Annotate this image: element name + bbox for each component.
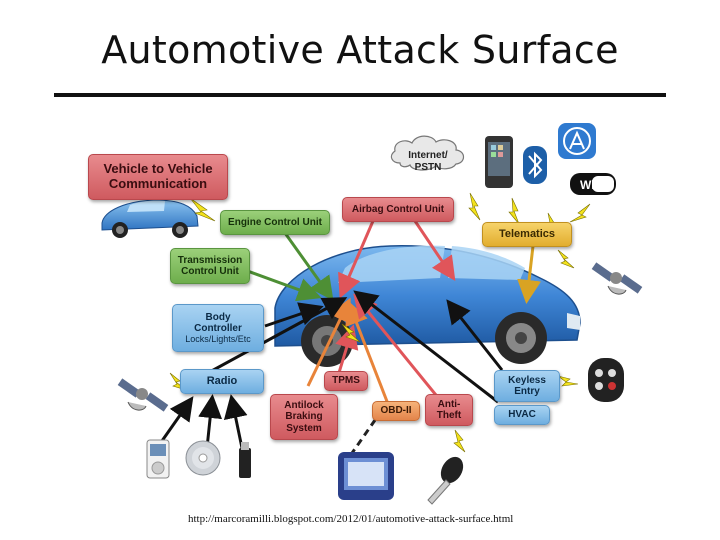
car-key-icon: [427, 456, 464, 505]
key-fob-icon: [588, 358, 624, 402]
airbag-label: Airbag Control Unit: [351, 203, 445, 215]
tpms-label: TPMS: [332, 375, 360, 387]
antilock-braking-box: Antilock Braking System: [270, 394, 338, 440]
keyless-entry-box: Keyless Entry: [494, 370, 560, 402]
transmission-label-line2: Control Unit: [181, 266, 239, 277]
keyless-label-line2: Entry: [514, 386, 540, 397]
transmission-label-line1: Transmission: [177, 254, 243, 266]
slide-title: Automotive Attack Surface: [101, 28, 619, 72]
obd-ii-box: OBD-II: [372, 401, 420, 421]
internet-cloud-icon: [390, 135, 465, 171]
satellite-icon-right: [591, 262, 643, 295]
smartphone-icon: [485, 136, 513, 188]
body-label-sub: Locks/Lights/Etc: [185, 334, 251, 345]
vehicle-to-vehicle-box: Vehicle to Vehicle Communication: [88, 154, 228, 200]
diagram-graphics: Internet/ PSTN WiFi: [101, 123, 643, 505]
hvac-label: HVAC: [508, 409, 536, 421]
airbag-control-unit-box: Airbag Control Unit: [342, 197, 454, 222]
telematics-label: Telematics: [498, 228, 556, 241]
ecu-label: Engine Control Unit: [228, 216, 322, 228]
obd-label: OBD-II: [380, 405, 412, 417]
app-store-icon: [558, 123, 596, 159]
abs-label-line2: Braking: [285, 411, 323, 423]
abs-label-line1: Antilock: [284, 400, 324, 412]
attack-surface-diagram: Internet/ PSTN WiFi: [80, 118, 650, 518]
radio-label: Radio: [206, 375, 238, 388]
diagnostic-tool-icon: [338, 452, 394, 500]
wifi-icon: [570, 173, 616, 195]
source-url[interactable]: http://marcoramilli.blogspot.com/2012/01…: [188, 513, 514, 525]
bluetooth-icon: [523, 146, 547, 184]
media-player-icon: [146, 439, 170, 479]
body-controller-box: Body Controller Locks/Lights/Etc: [172, 304, 264, 352]
connection-arrows: [155, 220, 541, 457]
internet-label-line1: Internet/: [408, 150, 448, 161]
satellite-icon-left: [117, 378, 169, 412]
abs-label-line3: System: [286, 422, 322, 434]
telematics-box: Telematics: [482, 222, 572, 247]
body-label-line1: Body: [205, 311, 231, 323]
anti-theft-label-line2: Theft: [436, 410, 462, 421]
internet-label-line2: PSTN: [415, 162, 442, 173]
hvac-box: HVAC: [494, 405, 550, 425]
tpms-box: TPMS: [324, 371, 368, 391]
anti-theft-box: Anti- Theft: [425, 394, 473, 426]
radio-box: Radio: [180, 369, 264, 394]
wifi-label: WiFi: [580, 178, 605, 192]
title-divider: [54, 93, 666, 97]
v2v-car-icon: [101, 199, 199, 238]
anti-theft-label-line1: Anti-: [437, 398, 461, 410]
usb-drive-icon: [239, 442, 251, 478]
v2v-label: Vehicle to Vehicle Communication: [103, 161, 213, 191]
cd-icon: [185, 440, 221, 476]
engine-control-unit-box: Engine Control Unit: [220, 210, 330, 235]
transmission-control-unit-box: Transmission Control Unit: [170, 248, 250, 284]
body-label-line2: Controller: [194, 322, 242, 334]
keyless-label-line1: Keyless: [508, 374, 546, 386]
